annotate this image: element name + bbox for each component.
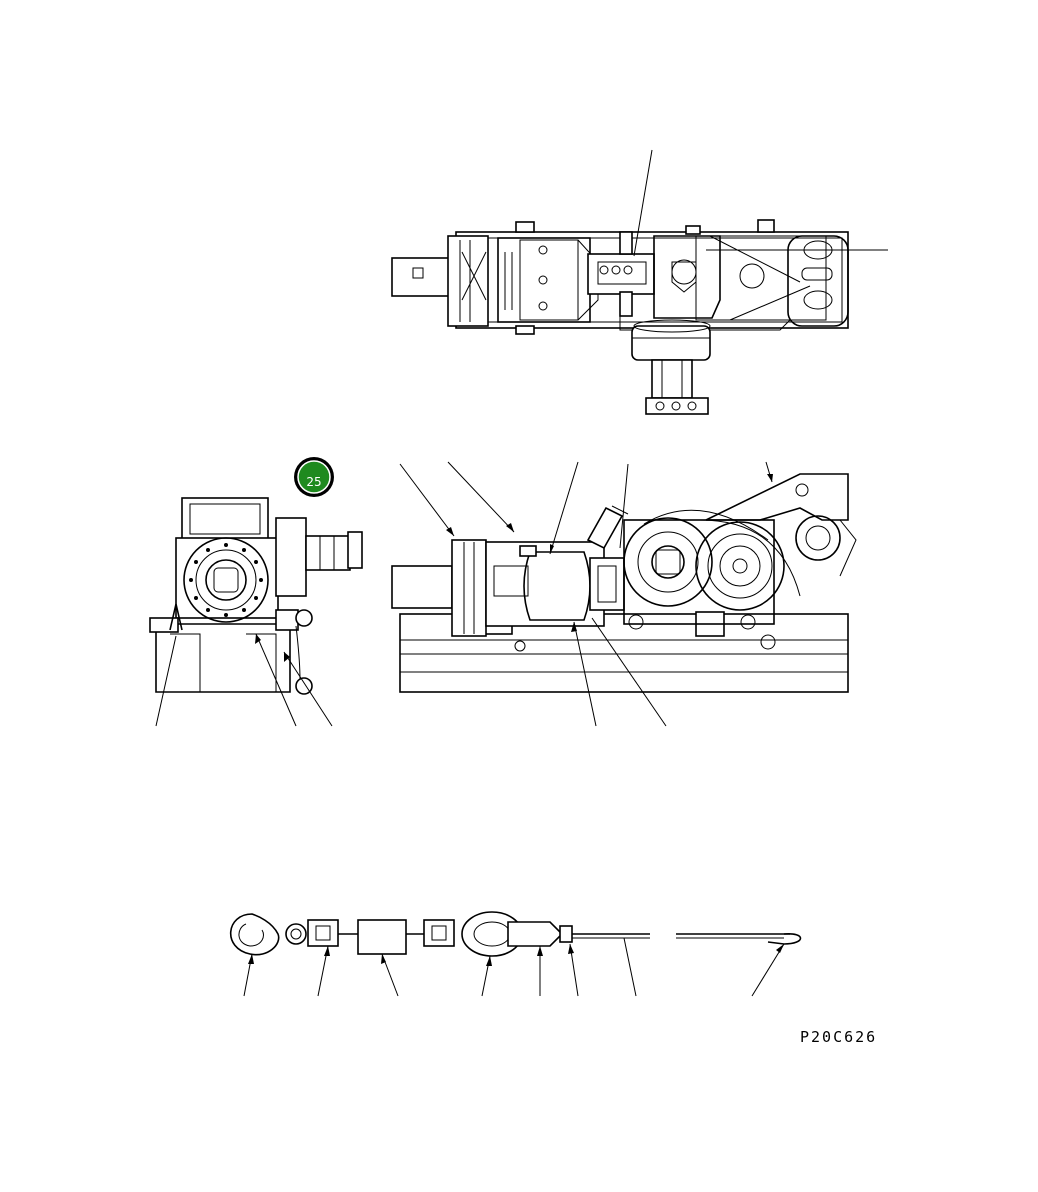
badge-label: 25 bbox=[306, 475, 321, 489]
side-view-assembly bbox=[391, 461, 857, 727]
item-number-badge: 25 bbox=[294, 457, 334, 497]
end-view-assembly bbox=[149, 497, 363, 727]
bolt-circle bbox=[189, 543, 263, 617]
drawing-code: P20C626 bbox=[800, 1028, 877, 1046]
top-view-assembly bbox=[391, 149, 888, 415]
cable-assembly bbox=[229, 911, 802, 997]
badge-fill bbox=[297, 460, 331, 494]
